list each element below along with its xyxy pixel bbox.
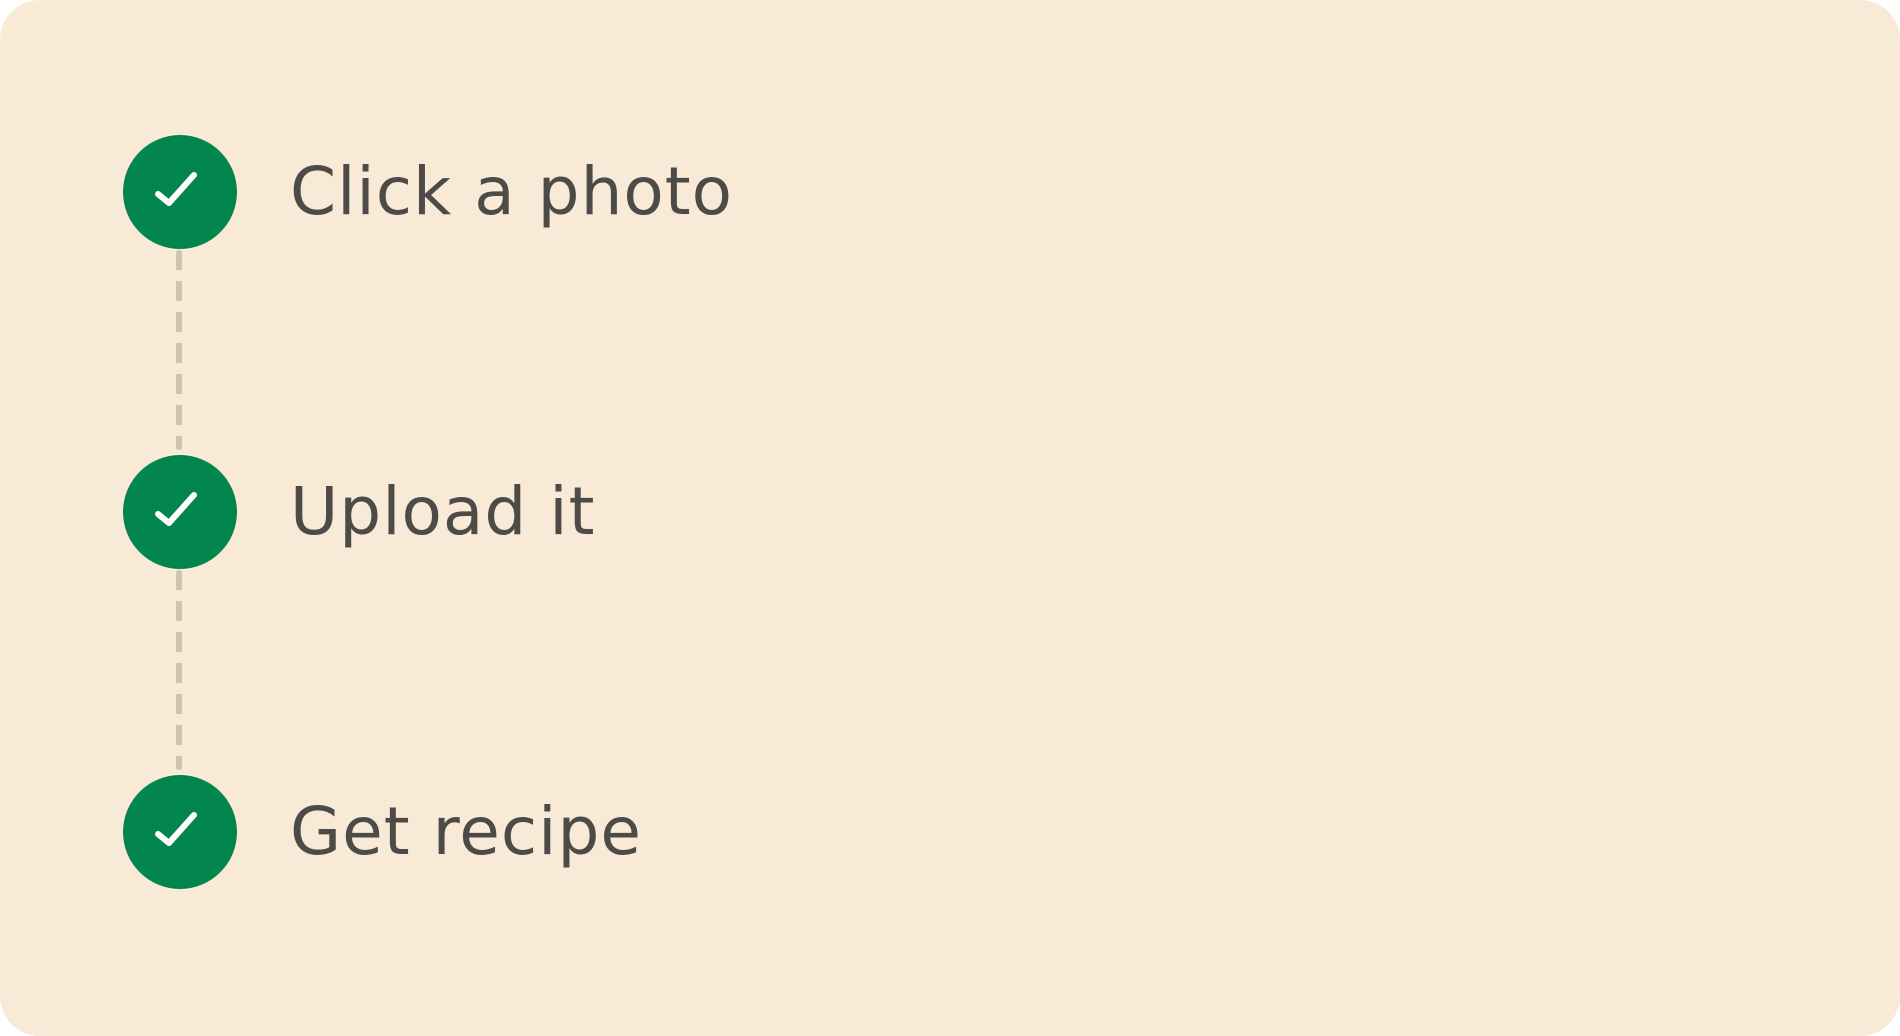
step-get-recipe: Get recipe: [123, 775, 642, 889]
step-connector-1-2: [176, 250, 182, 450]
step-upload: Upload it: [123, 455, 595, 569]
check-icon: [123, 775, 237, 889]
step-label: Get recipe: [290, 793, 643, 870]
step-label: Click a photo: [290, 153, 734, 230]
check-icon: [123, 135, 237, 249]
step-click-photo: Click a photo: [123, 135, 733, 249]
check-icon: [123, 455, 237, 569]
step-connector-2-3: [176, 570, 182, 770]
step-label: Upload it: [290, 473, 596, 550]
